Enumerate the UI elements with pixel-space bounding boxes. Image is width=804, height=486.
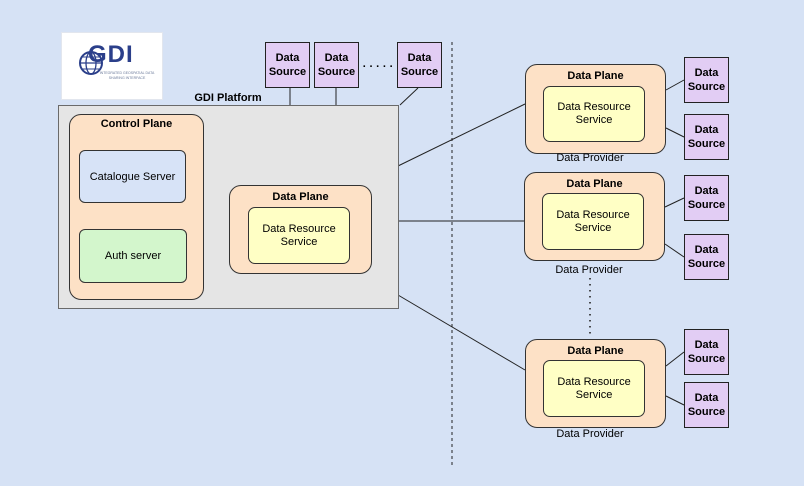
source-link-line — [665, 351, 685, 367]
source-link-line — [665, 127, 685, 138]
gdi-logo: GDI INTEGRATED GEOSPATIAL DATA SHARING I… — [61, 32, 163, 100]
source-link-line — [664, 197, 685, 208]
logo-tagline: INTEGRATED GEOSPATIAL DATA SHARING INTER… — [99, 71, 155, 80]
platform-data-plane-title: Data Plane — [272, 191, 329, 203]
control-plane-title: Control Plane — [100, 118, 173, 130]
catalogue-server: Catalogue Server — [79, 150, 186, 203]
provider-link-line — [397, 294, 526, 371]
data-source-box: Data Source — [684, 234, 729, 280]
data-provider-label: Data Provider — [555, 264, 623, 276]
sources-ellipsis: · · · · · — [362, 61, 394, 73]
auth-server: Auth server — [79, 229, 187, 283]
data-source-box: Data Source — [684, 329, 729, 375]
source-link-line — [665, 79, 685, 91]
provider-data-plane-title: Data Plane — [567, 70, 624, 82]
source-link-line — [665, 395, 685, 406]
globe-icon — [79, 51, 103, 75]
source-link-line — [399, 87, 419, 106]
logo-wordmark: GDI — [88, 41, 134, 68]
data-source-box: Data Source — [684, 114, 729, 160]
provider-data-resource-service: Data Resource Service — [543, 360, 645, 417]
data-source-box: Data Source — [684, 382, 729, 428]
data-source-box: Data Source — [684, 57, 729, 103]
data-source-box: Data Source — [684, 175, 729, 221]
data-source-box: Data Source — [397, 42, 442, 88]
data-provider-label: Data Provider — [556, 428, 624, 440]
provider-data-plane-title: Data Plane — [566, 178, 623, 190]
source-link-line — [664, 243, 685, 258]
platform-data-resource-service: Data Resource Service — [248, 207, 350, 264]
provider-data-plane-title: Data Plane — [567, 345, 624, 357]
data-provider-label: Data Provider — [556, 152, 624, 164]
platform-title: GDI Platform — [194, 92, 262, 104]
data-source-box: Data Source — [314, 42, 359, 88]
provider-data-resource-service: Data Resource Service — [542, 193, 644, 250]
data-source-box: Data Source — [265, 42, 310, 88]
provider-link-line — [397, 103, 526, 167]
provider-data-resource-service: Data Resource Service — [543, 86, 645, 142]
